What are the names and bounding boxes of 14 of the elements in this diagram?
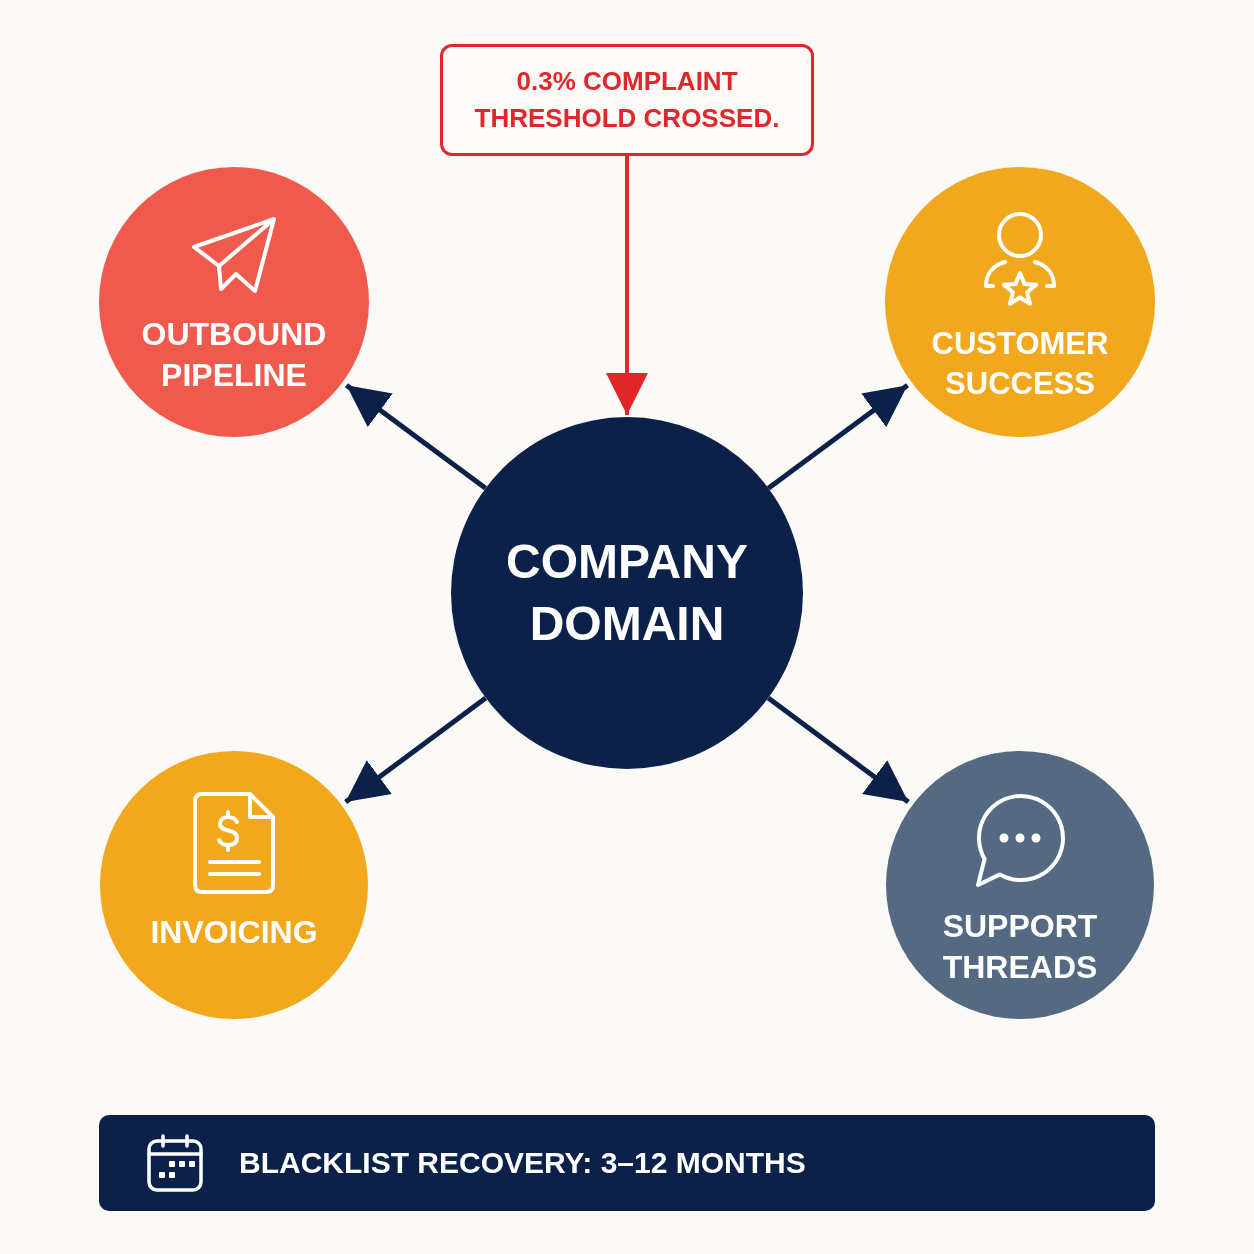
arrow bbox=[606, 156, 648, 415]
node-label: COMPANY DOMAIN bbox=[505, 533, 749, 652]
arrow bbox=[766, 383, 909, 491]
node-label: CUSTOMER SUCCESS bbox=[930, 324, 1110, 403]
footer-bar bbox=[99, 1115, 1155, 1211]
node-label: 0.3% COMPLAINT THRESHOLD CROSSED. bbox=[473, 65, 781, 135]
node-label: INVOICING bbox=[149, 912, 319, 952]
arrow bbox=[766, 696, 910, 805]
node-label: OUTBOUND PIPELINE bbox=[140, 315, 328, 395]
alert-box bbox=[440, 44, 814, 156]
node-label: BLACKLIST RECOVERY: 3–12 MONTHS bbox=[239, 1148, 806, 1178]
arrow bbox=[345, 383, 488, 491]
node-label: SUPPORT THREADS bbox=[941, 907, 1099, 987]
arrow bbox=[344, 696, 488, 805]
